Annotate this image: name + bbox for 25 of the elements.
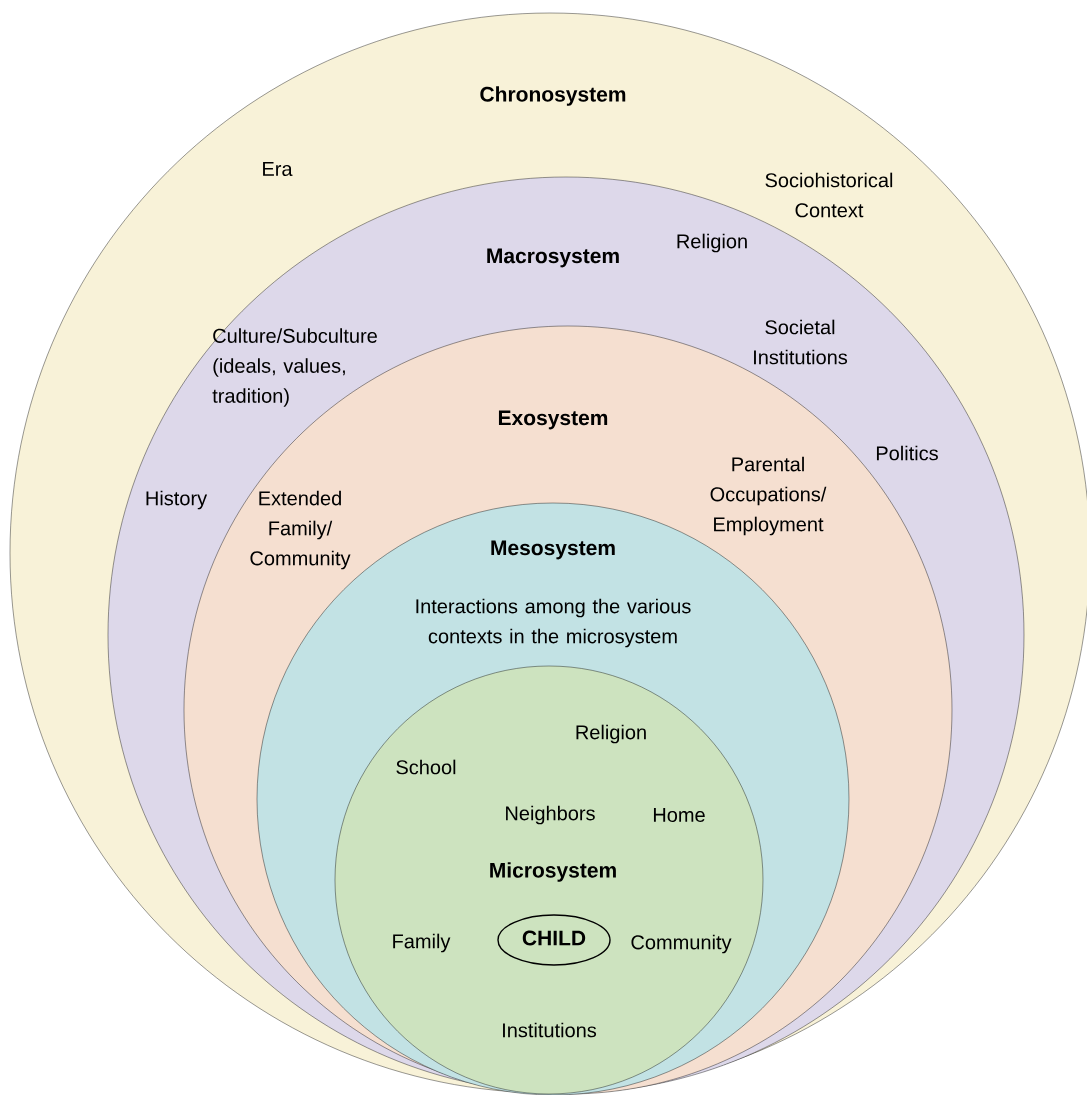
context-label: Family bbox=[393, 933, 451, 953]
heading: Chronosystem bbox=[480, 86, 626, 106]
context-label: Religion bbox=[576, 724, 646, 744]
context-label: Religion bbox=[677, 233, 747, 253]
context-label: Culture/Subculture (ideals, values, tradition) bbox=[212, 328, 377, 407]
context-label: Sociohistorical Context bbox=[765, 172, 893, 218]
system-circle bbox=[334, 665, 764, 1095]
context-label: Institutions bbox=[503, 1022, 597, 1038]
context-label: Era bbox=[263, 162, 293, 176]
context-label: Community bbox=[631, 934, 732, 954]
context-label: Extended Family/ Community bbox=[250, 490, 351, 570]
heading: Macrosystem bbox=[487, 248, 619, 268]
context-label: Parental Occupations/ Employment bbox=[710, 456, 827, 536]
child-ellipse bbox=[497, 914, 611, 966]
context-label: Societal Institutions bbox=[754, 319, 848, 365]
context-label: Interactions among the various contexts in the microsystem bbox=[416, 598, 691, 648]
heading: Mesosystem bbox=[491, 540, 615, 560]
heading: Exosystem bbox=[498, 410, 608, 430]
heading: Microsystem bbox=[490, 862, 616, 882]
context-label: Home bbox=[653, 808, 705, 822]
context-label: History bbox=[146, 490, 208, 510]
child-label: CHILD bbox=[522, 930, 586, 946]
context-label: Neighbors bbox=[506, 805, 595, 825]
context-label: School bbox=[396, 759, 456, 775]
context-label: Politics bbox=[876, 445, 938, 461]
